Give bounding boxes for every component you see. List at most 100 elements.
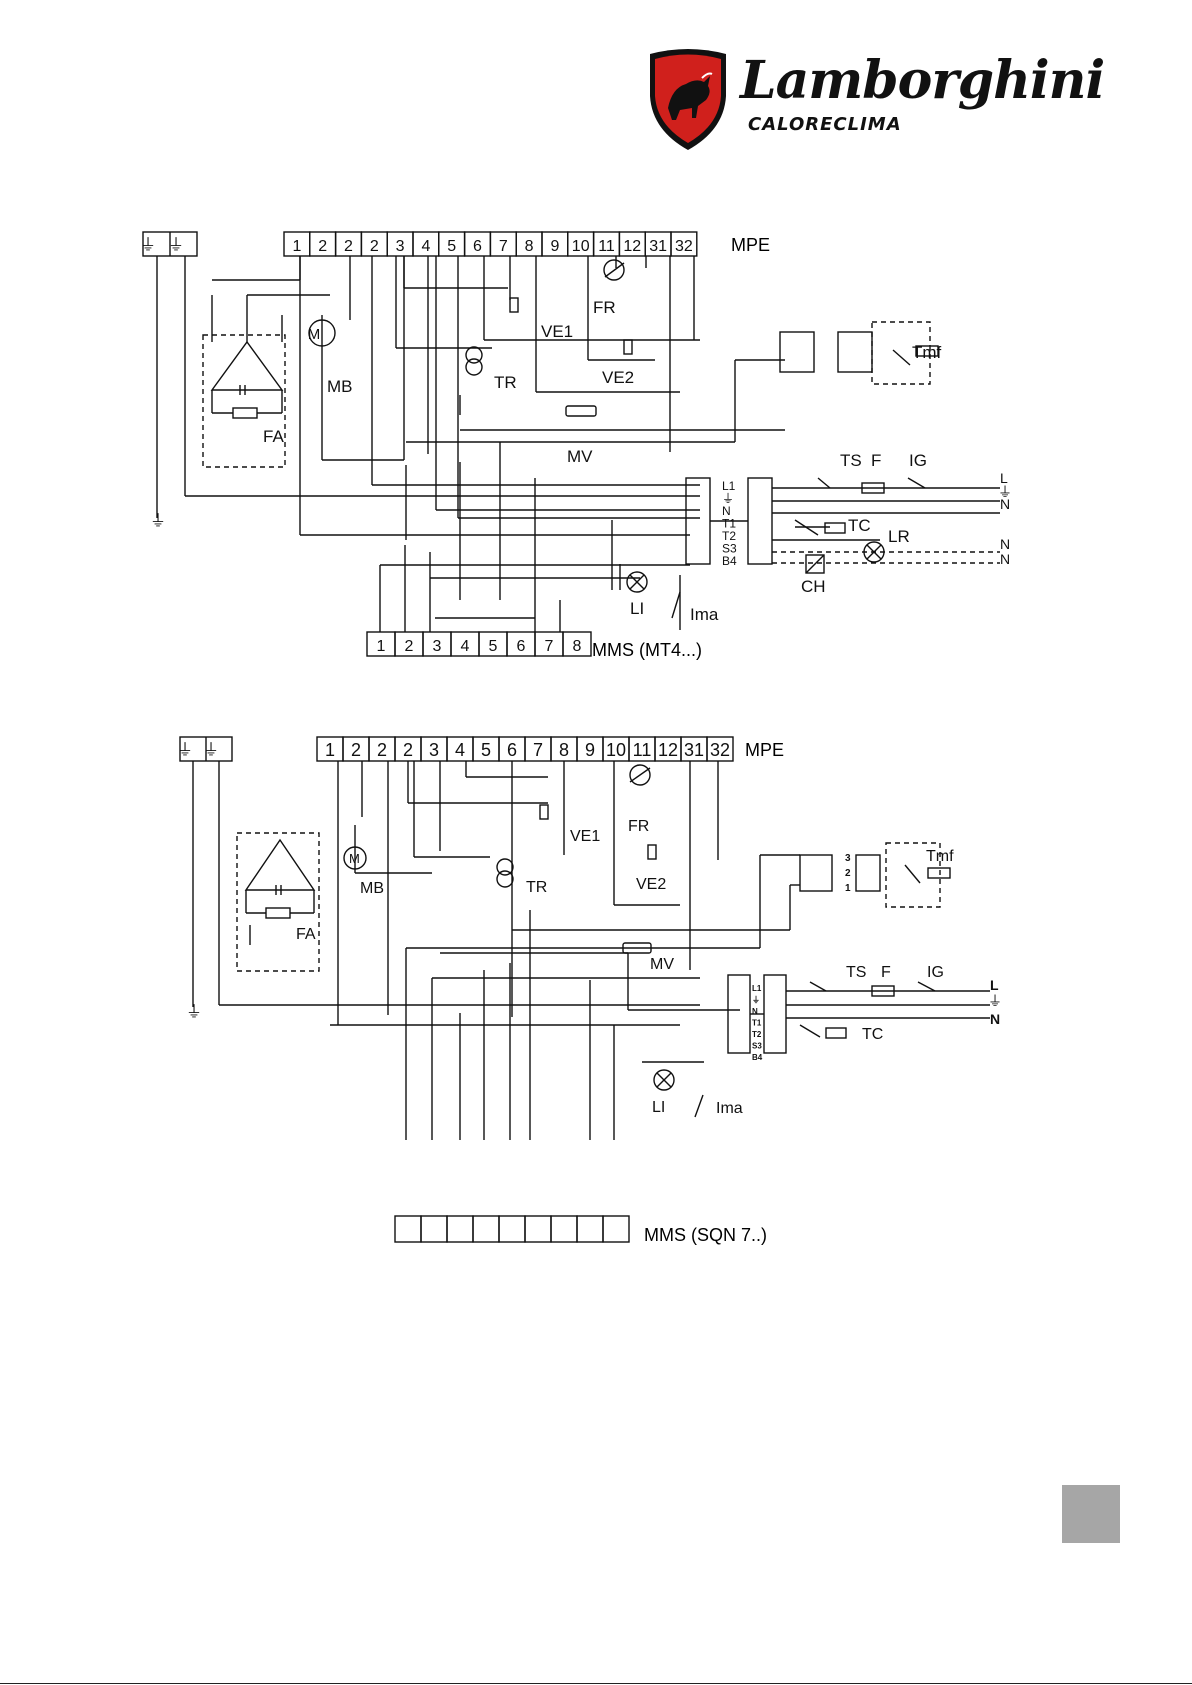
pin-label: 2 bbox=[845, 868, 851, 879]
line-n-label: N bbox=[990, 1011, 1000, 1027]
page-marker-box bbox=[1062, 1485, 1120, 1543]
brand-subtitle: CALORECLIMA bbox=[748, 114, 902, 135]
ve2-label: VE2 bbox=[602, 368, 634, 387]
mb-label: MB bbox=[327, 377, 353, 396]
ve2-label: VE2 bbox=[636, 876, 666, 893]
terminal-cell bbox=[706, 736, 734, 762]
terminal-number: 7 bbox=[533, 740, 543, 760]
mpe-label: MPE bbox=[731, 235, 770, 255]
terminal-number: 2 bbox=[370, 238, 379, 255]
line-earth-icon: ⏚ bbox=[988, 993, 1002, 1009]
terminal-number: 2 bbox=[351, 740, 361, 760]
terminal-cell bbox=[670, 231, 698, 257]
pin-label: T1 bbox=[722, 517, 736, 531]
pin-label: L1 bbox=[722, 479, 736, 493]
pin-label: T2 bbox=[722, 529, 736, 543]
pin-label: 1 bbox=[845, 883, 851, 894]
terminal-cell bbox=[420, 1215, 448, 1243]
fa-label: FA bbox=[296, 926, 316, 943]
terminal-number: 32 bbox=[710, 740, 730, 760]
terminal-number: 2 bbox=[318, 238, 327, 255]
terminal-number: 9 bbox=[550, 238, 559, 255]
mms-label: MMS (SQN 7..) bbox=[644, 1225, 767, 1245]
ve1-label: VE1 bbox=[541, 322, 573, 341]
terminal-cell bbox=[498, 1215, 526, 1243]
svg-text:M: M bbox=[349, 851, 360, 866]
pin-label: S3 bbox=[752, 1042, 762, 1051]
pin-label: S3 bbox=[722, 542, 737, 556]
svg-text:⏚: ⏚ bbox=[186, 1003, 202, 1021]
ima-label: Ima bbox=[690, 605, 719, 624]
terminal-number: 9 bbox=[585, 740, 595, 760]
pin-label: ⏚ bbox=[752, 996, 760, 1005]
pin-label: 3 bbox=[845, 853, 851, 864]
bottom-rule bbox=[0, 1683, 1192, 1684]
tc-label: TC bbox=[848, 516, 871, 535]
ts-label: TS bbox=[840, 451, 862, 470]
ve1-label: VE1 bbox=[570, 828, 600, 845]
terminal-number: 1 bbox=[325, 740, 335, 760]
mv-label: MV bbox=[650, 956, 674, 973]
svg-text:M: M bbox=[308, 326, 321, 343]
pin-label: B4 bbox=[722, 554, 737, 568]
terminal-cell bbox=[524, 1215, 552, 1243]
terminal-cell bbox=[394, 1215, 422, 1243]
ig-label: IG bbox=[927, 964, 944, 981]
tc-label: TC bbox=[862, 1026, 883, 1043]
line-l-label: L bbox=[990, 977, 999, 993]
terminal-number: 8 bbox=[559, 740, 569, 760]
terminal-number: 32 bbox=[675, 238, 693, 255]
ts-label: TS bbox=[846, 964, 866, 981]
terminal-number: 4 bbox=[461, 638, 470, 655]
f-label: F bbox=[871, 451, 881, 470]
line-l-label: L bbox=[1000, 470, 1008, 486]
terminal-number: 2 bbox=[344, 238, 353, 255]
terminal-number: 11 bbox=[633, 740, 652, 760]
svg-text:⏚: ⏚ bbox=[140, 236, 156, 254]
mb-label: MB bbox=[360, 880, 384, 897]
pin-label: B4 bbox=[752, 1053, 763, 1062]
terminal-number: 2 bbox=[405, 638, 414, 655]
mms-terminal-strip bbox=[394, 1215, 630, 1243]
line-n3-label: N bbox=[1000, 551, 1010, 567]
tr-label: TR bbox=[494, 373, 517, 392]
tmf-label: Tmf bbox=[926, 848, 954, 865]
terminal-cell bbox=[472, 1215, 500, 1243]
line-n2-label: N bbox=[1000, 536, 1010, 552]
terminal-number: 6 bbox=[473, 238, 482, 255]
brand-name: Lamborghini bbox=[740, 50, 1105, 111]
terminal-number: 31 bbox=[649, 238, 667, 255]
tmf-pin-labels: 3 2 1 bbox=[845, 853, 851, 894]
terminal-cell bbox=[602, 1215, 630, 1243]
brand-logo: Lamborghini CALORECLIMA bbox=[640, 44, 1105, 154]
terminal-number: 5 bbox=[481, 740, 491, 760]
terminal-number: 10 bbox=[572, 238, 590, 255]
mms-label: MMS (MT4...) bbox=[592, 640, 702, 660]
fr-label: FR bbox=[628, 818, 649, 835]
pin-label: T1 bbox=[752, 1019, 762, 1028]
svg-text:⏚: ⏚ bbox=[150, 512, 166, 530]
terminal-cell bbox=[550, 1215, 578, 1243]
ch-label: CH bbox=[801, 577, 826, 596]
pin-label: L1 bbox=[752, 984, 762, 993]
pin-label: T2 bbox=[752, 1030, 762, 1039]
terminal-number: 7 bbox=[499, 238, 508, 255]
terminal-number: 7 bbox=[545, 638, 554, 655]
terminal-number: 2 bbox=[377, 740, 387, 760]
terminal-number: 5 bbox=[489, 638, 498, 655]
terminal-number: 6 bbox=[507, 740, 517, 760]
f-label: F bbox=[881, 964, 891, 981]
terminal-number: 10 bbox=[606, 740, 626, 760]
mpe-label: MPE bbox=[745, 740, 784, 760]
terminal-number: 12 bbox=[658, 740, 678, 760]
fa-label: FA bbox=[263, 427, 284, 446]
terminal-number: 8 bbox=[573, 638, 582, 655]
li-label: LI bbox=[652, 1099, 665, 1116]
